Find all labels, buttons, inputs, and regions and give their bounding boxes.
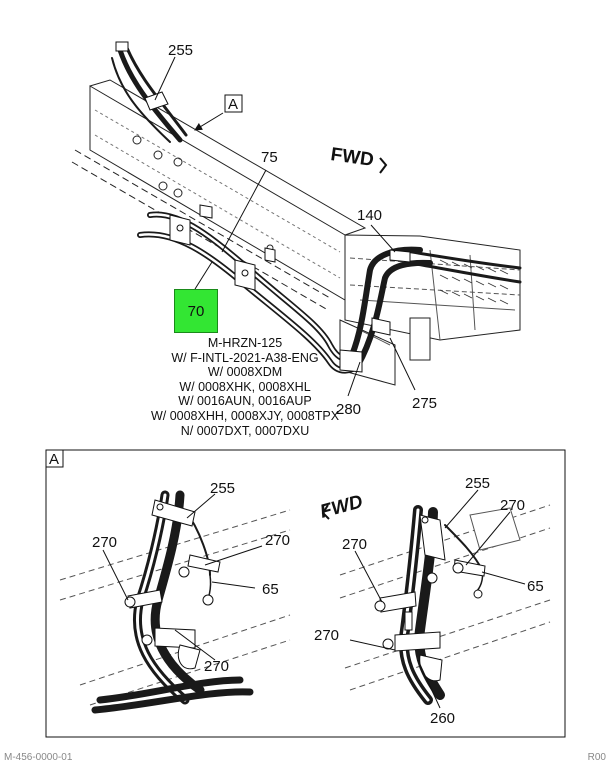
callout-270-right-b: 270 — [342, 536, 367, 553]
fwd-label-detail: FWD — [318, 491, 365, 523]
crossmember-hatching — [439, 259, 509, 305]
detail-a-tag — [45, 449, 64, 468]
detail-left-illustration — [59, 490, 291, 714]
option-annotation: M-HRZN-125 W/ F-INTL-2021-A38-ENG W/ 000… — [100, 336, 390, 438]
fwd-arrow-detail-icon — [321, 504, 330, 520]
footer-drawing-number: M-456-0000-01 — [4, 752, 73, 763]
callout-255-left: 255 — [210, 480, 235, 497]
callout-70-highlight[interactable]: 70 — [174, 289, 218, 333]
harness-upper — [111, 41, 188, 143]
leader-lines-left — [102, 493, 263, 661]
footer-revision: R00 — [587, 752, 606, 763]
annotation-line: N/ 0007DXT, 0007DXU — [180, 423, 310, 438]
callout-270-left-b: 270 — [265, 532, 290, 549]
view-a-label: A — [228, 96, 238, 113]
callout-270-left-c: 270 — [204, 658, 229, 675]
callout-280: 280 — [336, 401, 361, 418]
annotation-line: W/ 0008XDM — [207, 365, 283, 380]
callout-270-left-a: 270 — [92, 534, 117, 551]
callout-255-top: 255 — [168, 42, 193, 59]
callout-270-right-a: 270 — [500, 497, 525, 514]
callout-140: 140 — [357, 207, 382, 224]
annotation-line: M-HRZN-125 — [207, 336, 283, 350]
callout-275: 275 — [412, 395, 437, 412]
callout-270-right-c: 270 — [314, 627, 339, 644]
callout-65-left: 65 — [262, 581, 279, 598]
callout-70-label: 70 — [187, 302, 205, 320]
fwd-arrow-top-icon — [379, 157, 388, 174]
leader-lines-right — [349, 489, 526, 709]
detail-a-tag-label: A — [49, 451, 59, 468]
detail-a-frame — [45, 449, 566, 738]
annotation-line: W/ F-INTL-2021-A38-ENG — [171, 350, 319, 365]
callout-260-right: 260 — [430, 710, 455, 727]
detail-right-illustration — [339, 504, 551, 705]
callout-255-right: 255 — [465, 475, 490, 492]
callout-75: 75 — [261, 149, 278, 166]
annotation-line: W/ 0016AUN, 0016AUP — [178, 394, 312, 409]
leader-lines-top — [154, 56, 416, 397]
callout-65-right: 65 — [527, 578, 544, 595]
annotation-line: W/ 0008XHK, 0008XHL — [179, 379, 311, 394]
view-a-box — [224, 94, 243, 113]
fwd-label-top: FWD — [329, 144, 375, 171]
frame-rail — [71, 79, 521, 386]
annotation-line: W/ 0008XHH, 0008XJY, 0008TPX — [150, 408, 340, 423]
hose-clamps — [169, 204, 411, 373]
